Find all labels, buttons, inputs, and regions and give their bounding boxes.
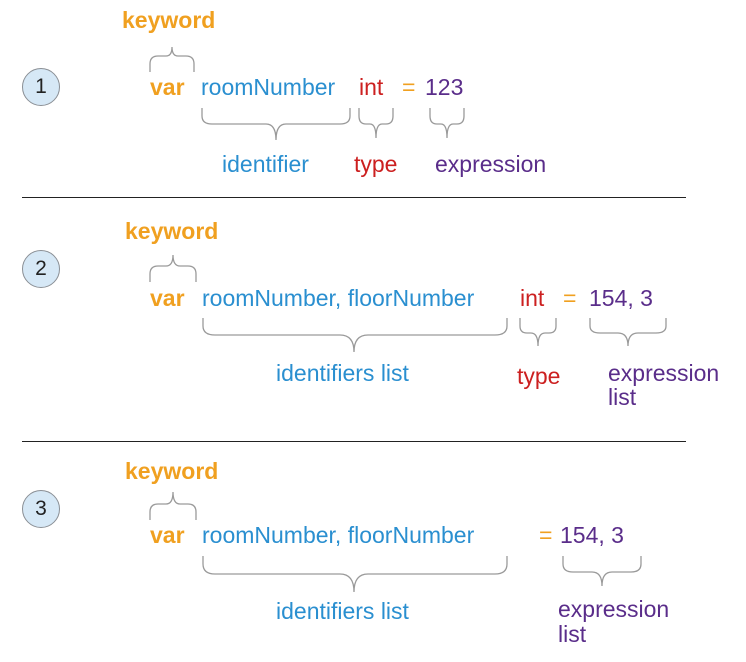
section-divider: [22, 197, 686, 198]
identifiers-list-label: identifiers list: [276, 360, 409, 386]
expression-code: 123: [425, 74, 464, 100]
identifier-code: roomNumber: [201, 74, 336, 100]
assign-operator: =: [539, 522, 553, 548]
expression-list-label-line2: list: [558, 621, 587, 647]
step-number-badge: 2: [22, 250, 60, 288]
step-number-badge: 3: [22, 490, 60, 528]
identifiers-code: roomNumber, floorNumber: [202, 285, 475, 311]
type-label: type: [354, 151, 398, 177]
expression-code: 154, 3: [560, 522, 624, 548]
keyword-label: keyword: [125, 458, 219, 484]
assign-operator: =: [402, 74, 416, 100]
keyword-bracket: [149, 254, 197, 282]
identifiers-list-label: identifiers list: [276, 598, 409, 624]
identifiers-list-bracket: [202, 318, 508, 353]
var-keyword: var: [150, 74, 185, 100]
var-keyword: var: [150, 285, 185, 311]
expression-code: 154, 3: [589, 285, 653, 311]
type-bracket: [519, 318, 557, 347]
identifier-label: identifier: [222, 151, 309, 177]
assign-operator: =: [563, 285, 577, 311]
keyword-bracket: [149, 491, 197, 520]
keyword-label: keyword: [125, 218, 219, 244]
expression-list-label-line2: list: [608, 384, 637, 410]
expression-list-label-line1: expression: [558, 596, 670, 622]
expression-bracket: [429, 108, 465, 139]
type-label: type: [517, 363, 561, 389]
identifier-bracket: [201, 108, 351, 141]
identifiers-code: roomNumber, floorNumber: [202, 522, 475, 548]
type-code: int: [359, 74, 384, 100]
expression-label: expression: [435, 151, 547, 177]
expression-bracket: [562, 556, 642, 587]
expression-bracket: [589, 318, 667, 347]
expression-list-label-line1: expression: [608, 360, 720, 386]
section-divider: [22, 441, 686, 442]
keyword-label: keyword: [122, 7, 216, 33]
step-number-badge: 1: [22, 68, 60, 106]
type-code: int: [520, 285, 545, 311]
keyword-bracket: [149, 46, 195, 72]
identifiers-list-bracket: [202, 556, 508, 593]
type-bracket: [358, 108, 394, 139]
var-keyword: var: [150, 522, 185, 548]
